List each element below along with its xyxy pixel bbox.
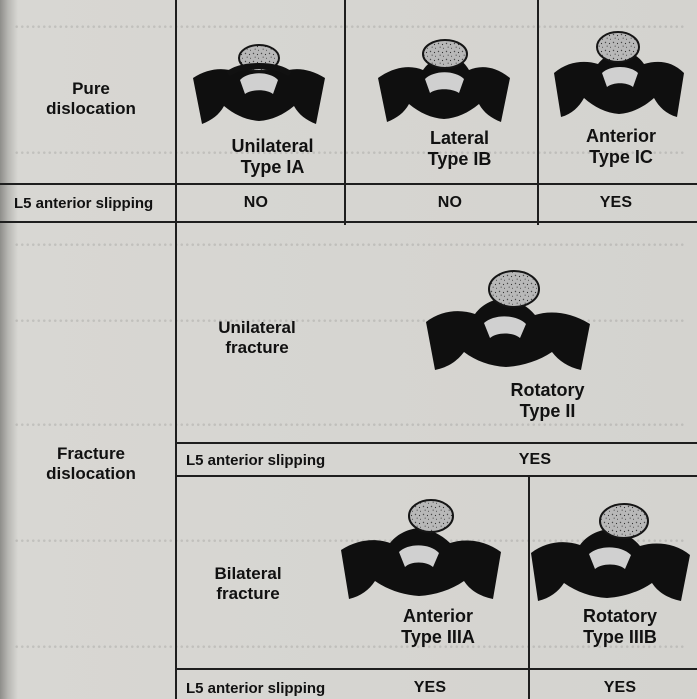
- grid-line: [175, 0, 177, 699]
- pure-type-ia-answer: NO: [243, 194, 269, 211]
- unilateral-fracture-line: fracture: [225, 337, 289, 357]
- pure-type-ic-answer: YES: [599, 194, 633, 211]
- type-iiia-line: Type IIIA: [401, 626, 475, 647]
- pure-slipping-label: L5 anterior slipping: [14, 195, 154, 212]
- bilateral-slipping-label: L5 anterior slipping: [186, 680, 326, 697]
- pure-type-ib-answer: NO: [437, 194, 463, 211]
- grid-line: [0, 183, 697, 185]
- grid-line: [0, 221, 697, 223]
- bilateral-fracture-label: Bilateral fracture: [207, 564, 289, 603]
- type-ia-caption-line: Unilateral: [231, 136, 314, 156]
- pure-dislocation-line: Pure: [72, 79, 110, 98]
- type-iiia-answer: YES: [413, 679, 447, 696]
- pure-dislocation-label: Pure dislocation: [42, 79, 140, 118]
- type-ib-caption: Lateral Type IB: [416, 128, 503, 169]
- type-ib-caption-line: Lateral: [429, 128, 490, 148]
- type-iiib-illustration: [531, 503, 690, 601]
- type-ib-caption-line: Type IB: [427, 148, 492, 169]
- fracture-dislocation-line: dislocation: [46, 463, 136, 483]
- unilateral-slipping-label: L5 anterior slipping: [186, 452, 326, 469]
- type-ia-illustration: [193, 44, 325, 124]
- type-iiib-line: Type IIIB: [583, 626, 657, 647]
- bilateral-fracture-line: Bilateral: [214, 564, 282, 583]
- fracture-dislocation-line: Fracture: [56, 444, 126, 463]
- pure-dislocation-line: dislocation: [46, 98, 136, 118]
- grid-line: [175, 442, 697, 444]
- type-ii-illustration: [426, 270, 590, 370]
- type-ia-caption: Unilateral Type IA: [229, 136, 316, 177]
- unilateral-fracture-line: Unilateral: [218, 318, 296, 337]
- type-iiib-caption: Rotatory Type IIIB: [565, 606, 675, 647]
- grid-line: [175, 475, 697, 477]
- type-ic-illustration: [554, 31, 684, 117]
- rotatory-type-ii-line: Type II: [519, 400, 576, 421]
- grid-line: [528, 475, 530, 699]
- rotatory-type-ii-line: Rotatory: [510, 380, 585, 400]
- fracture-dislocation-label: Fracture dislocation: [42, 444, 140, 483]
- background-text-line: ........................................…: [14, 226, 685, 251]
- type-ib-illustration: [378, 39, 510, 122]
- unilateral-slipping-answer: YES: [518, 451, 552, 468]
- type-iiia-illustration: [341, 499, 501, 599]
- grid-line: [175, 668, 697, 670]
- type-ia-caption-line: Type IA: [240, 156, 305, 177]
- type-iiib-answer: YES: [603, 679, 637, 696]
- type-iiib-line: Rotatory: [582, 606, 657, 626]
- bilateral-fracture-line: fracture: [216, 583, 280, 603]
- rotatory-type-ii-caption: Rotatory Type II: [500, 380, 595, 421]
- type-iiia-caption: Anterior Type IIIA: [382, 606, 494, 647]
- type-ic-caption-line: Anterior: [585, 126, 656, 146]
- type-ic-caption-line: Type IC: [589, 146, 653, 167]
- unilateral-fracture-label: Unilateral fracture: [208, 318, 306, 357]
- type-iiia-line: Anterior: [402, 606, 473, 626]
- grid-line: [344, 0, 346, 225]
- type-ic-caption: Anterior Type IC: [575, 126, 667, 167]
- grid-line: [537, 0, 539, 225]
